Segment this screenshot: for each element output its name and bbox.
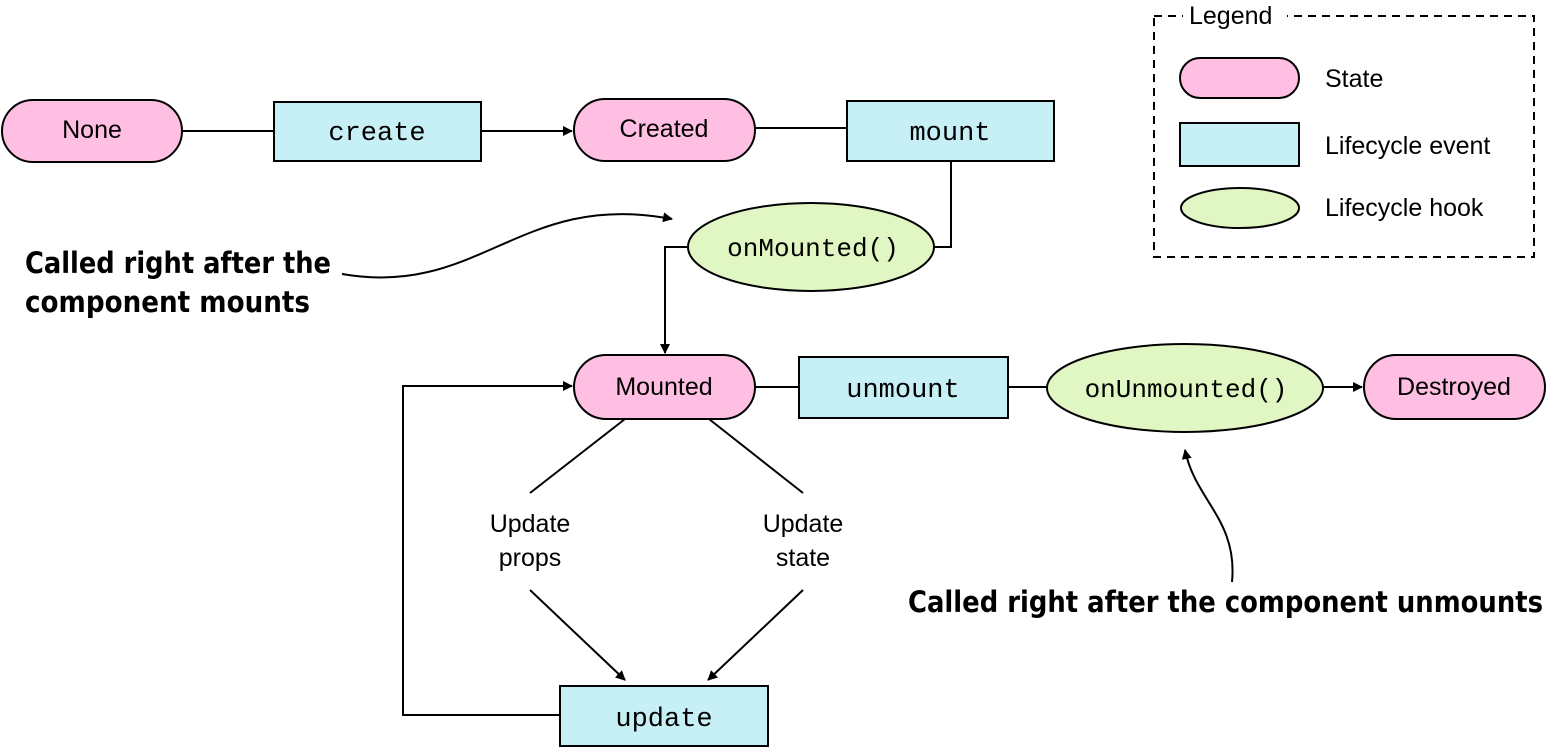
event-shape [846,100,1055,162]
edge-labels: Update props Update state [490,510,844,572]
legend-label-state: State [1325,65,1383,93]
annotation-unmounted: Called right after the component unmount… [908,585,1543,619]
state-shape [1,99,183,163]
annotation-mounted-line1: Called right after the [25,246,331,280]
node-destroyed: Destroyed [1363,354,1546,420]
legend-state-swatch [1179,57,1300,99]
edge-mounted-state-upper [708,418,804,494]
node-create: create [273,101,482,162]
node-label: create [328,119,425,149]
node-onmounted: onMounted() [687,202,935,292]
connectors [182,126,1363,716]
node-label: Destroyed [1397,373,1511,401]
state-shape [573,98,756,162]
annotations: Called right after the component mounts … [25,246,1543,619]
legend-title-backdrop [1183,2,1287,30]
node-label: update [615,705,712,735]
node-onunmounted: onUnmounted() [1046,343,1324,433]
edge-label-update-props-line2: props [499,544,562,572]
edge-update-mounted-loop [402,381,573,716]
edge-state-update [707,589,804,681]
legend-title: Legend [1189,2,1272,30]
node-label: unmount [846,376,959,406]
legend-item-state: State [1179,57,1383,99]
legend-label-hook: Lifecycle hook [1325,194,1484,222]
legend-frame [1153,15,1535,258]
annotation-arrow-unmounted [1181,449,1234,583]
node-label: Created [620,115,709,143]
hook-shape [687,202,935,292]
node-mount: mount [846,100,1055,162]
event-shape [798,356,1009,419]
node-label: onUnmounted() [1085,375,1288,405]
legend-item-hook: Lifecycle hook [1180,187,1484,229]
edge-mounted-props-upper [529,418,626,494]
node-unmount: unmount [798,356,1009,419]
edge-label-update-state-line1: Update [763,510,844,538]
node-label: mount [909,119,990,149]
edge-label-update-props-line1: Update [490,510,571,538]
annotation-mounted-line2: component mounts [25,285,310,319]
edge-props-update [529,589,626,681]
annotation-arrow-mounted [341,212,673,279]
node-mounted: Mounted [573,354,756,420]
legend: Legend State Lifecycle event Lifecycle h… [1153,2,1535,258]
state-shape [1363,354,1546,420]
nodes: None create Created mount onMounted() Mo… [1,98,1546,747]
edge-mount-onmounted [934,161,952,248]
node-update: update [559,685,769,747]
node-label: None [62,116,122,144]
legend-event-swatch [1179,122,1300,167]
node-label: onMounted() [727,234,899,264]
event-shape [273,101,482,162]
hook-shape [1046,343,1324,433]
edge-onmounted-mounted [660,246,689,354]
event-shape [559,685,769,747]
legend-hook-swatch [1180,187,1300,229]
node-label: Mounted [615,373,712,401]
legend-item-event: Lifecycle event [1179,122,1490,167]
state-shape [573,354,756,420]
edge-label-update-state-line2: state [776,544,830,572]
node-none: None [1,99,183,163]
node-created: Created [573,98,756,162]
legend-label-event: Lifecycle event [1325,132,1490,160]
